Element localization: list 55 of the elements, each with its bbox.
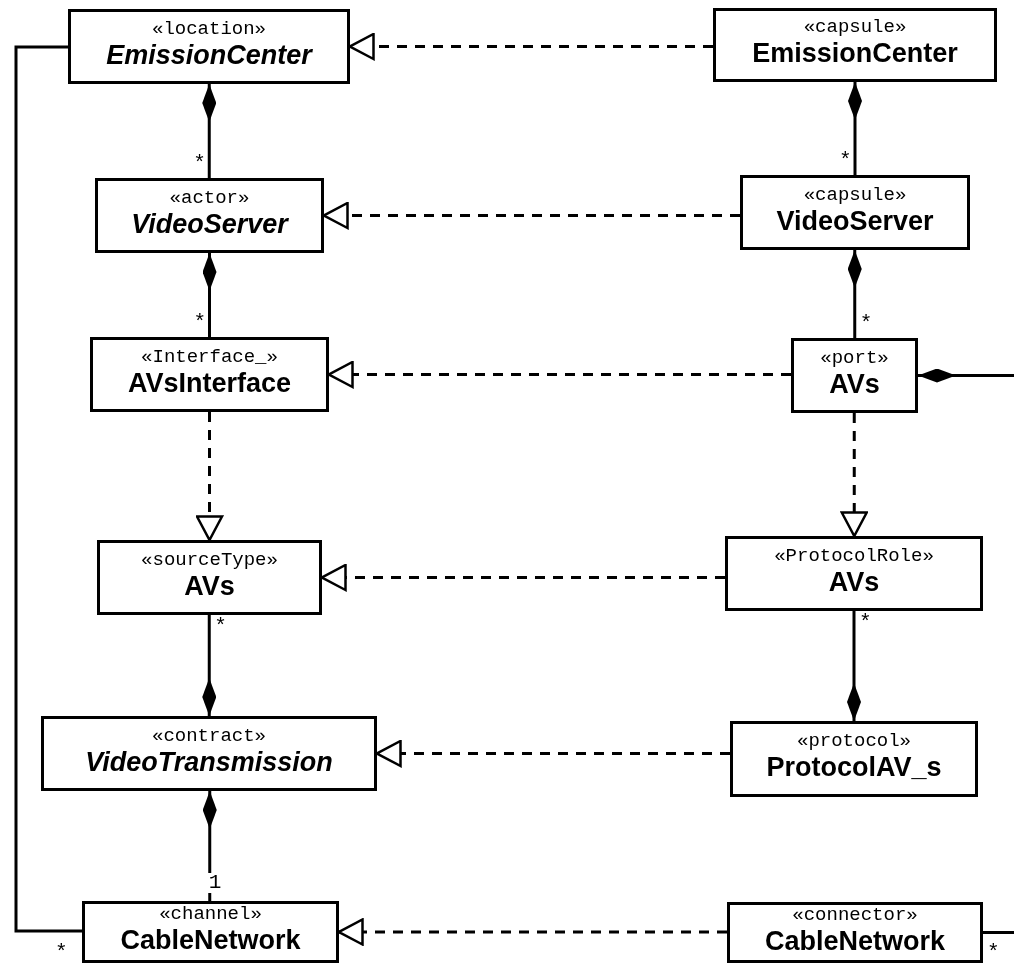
class-name: EmissionCenter — [752, 38, 958, 69]
class-box — [740, 175, 970, 250]
class-name: VideoServer — [776, 205, 934, 237]
class-name: AVs — [184, 570, 235, 602]
composition-line — [918, 368, 1014, 383]
stereotype-label: «sourceType» — [141, 549, 278, 571]
class-box — [97, 540, 322, 615]
class-name: EmissionCenter — [106, 39, 312, 71]
composition-line — [847, 250, 862, 338]
composition-line — [202, 253, 217, 337]
class-box — [791, 338, 918, 413]
class-name: CableNetwork — [120, 925, 301, 956]
stereotype-label: «connector» — [792, 904, 918, 926]
multiplicity-label: 1 — [207, 873, 223, 893]
stereotype-label: «protocol» — [797, 731, 911, 752]
realization-arrow — [195, 412, 224, 542]
class-name: CableNetwork — [764, 925, 946, 957]
composition-line — [202, 84, 217, 178]
class-box — [727, 902, 983, 963]
realization-arrow — [327, 360, 791, 389]
class-box — [41, 716, 377, 791]
class-name: VideoServer — [131, 208, 288, 240]
class-box — [713, 8, 997, 82]
class-box — [725, 536, 983, 611]
association-line — [14, 45, 82, 933]
realization-arrow — [322, 201, 740, 230]
class-name: AVs — [828, 566, 880, 598]
class-name: AVs — [829, 368, 880, 400]
stereotype-label: «contract» — [152, 725, 266, 747]
stereotype-label: «Interface_» — [141, 346, 278, 368]
composition-line — [202, 615, 217, 716]
association-line — [983, 931, 1014, 934]
class-box — [68, 9, 350, 84]
class-box — [730, 721, 978, 797]
stereotype-label: «actor» — [169, 187, 250, 209]
realization-arrow — [337, 918, 727, 946]
stereotype-label: «channel» — [159, 904, 262, 925]
realization-arrow — [840, 413, 868, 538]
stereotype-label: «port» — [820, 347, 889, 369]
realization-arrow — [348, 32, 713, 61]
stereotype-label: «ProtocolRole» — [774, 545, 934, 567]
stereotype-label: «capsule» — [803, 184, 907, 206]
realization-arrow — [375, 739, 730, 768]
composition-line — [202, 791, 217, 901]
composition-line — [847, 611, 861, 721]
class-box — [82, 901, 339, 963]
class-name: ProtocolAV_s — [766, 752, 942, 783]
class-box — [95, 178, 324, 253]
class-name: AVsInterface — [127, 367, 292, 399]
composition-line — [848, 82, 862, 175]
class-box — [90, 337, 329, 412]
stereotype-label: «location» — [152, 18, 266, 40]
realization-arrow — [320, 563, 725, 592]
stereotype-label: «capsule» — [803, 17, 907, 38]
class-name: VideoTransmission — [85, 746, 333, 778]
